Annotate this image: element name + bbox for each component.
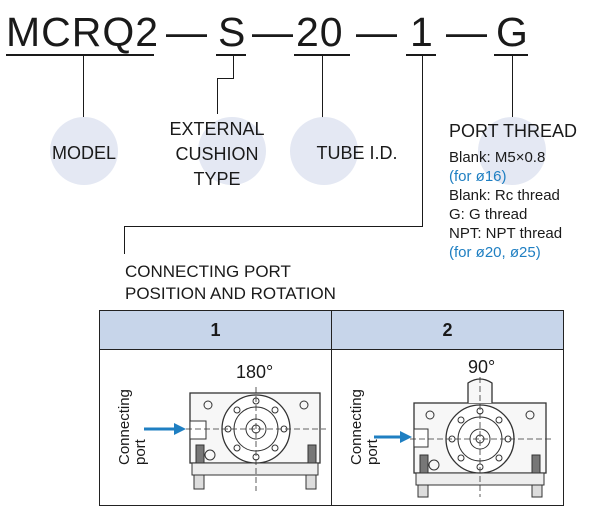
table-column-divider xyxy=(331,349,332,505)
port-arrow-head-2 xyxy=(400,431,412,443)
tube-code: 20 xyxy=(296,9,344,55)
cushion-label-line1: EXTERNAL xyxy=(169,119,265,139)
table-header-1: 1 xyxy=(100,311,332,349)
separator-dash: — xyxy=(446,9,487,55)
rotation-angle-2: 90° xyxy=(468,357,496,377)
position-table: 1 2 xyxy=(99,310,564,506)
actuator-drawing-180 xyxy=(144,387,326,491)
thread-code: G xyxy=(496,9,529,55)
thread-underline xyxy=(494,54,528,56)
thread-note-16: (for ø16) xyxy=(449,168,507,185)
port-position-leader xyxy=(422,56,423,226)
thread-option-g: G: G thread xyxy=(449,206,528,223)
tube-leader xyxy=(322,56,323,118)
port-position-code: 1 xyxy=(410,9,434,55)
cushion-code: S xyxy=(218,9,247,55)
actuator-base-1 xyxy=(191,462,319,476)
thread-option-m5: Blank: M5×0.8 xyxy=(449,149,546,166)
port-arrow-head-1 xyxy=(174,423,186,435)
model-leader xyxy=(83,56,84,120)
port-position-leader-h xyxy=(124,226,423,227)
model-circle xyxy=(50,117,118,185)
model-underline xyxy=(6,54,154,56)
cushion-leader-h xyxy=(217,78,234,79)
separator-dash: — xyxy=(166,9,207,55)
tube-underline xyxy=(294,54,350,56)
separator-dash: — xyxy=(356,9,397,55)
thread-option-npt: NPT: NPT thread xyxy=(449,225,563,242)
tube-circle xyxy=(290,117,358,185)
tube-label: TUBE I.D. xyxy=(316,143,398,163)
position-label-line2: POSITION AND ROTATION xyxy=(125,284,336,303)
cushion-label-line3: TYPE xyxy=(193,169,241,189)
actuator-drawing-90 xyxy=(374,377,554,498)
thread-note-20-25: (for ø20, ø25) xyxy=(449,244,541,261)
table-header-2: 2 xyxy=(332,311,563,349)
cushion-leader-v xyxy=(217,78,218,114)
position-label-line1: CONNECTING PORT xyxy=(125,262,291,281)
cushion-label-line2: CUSHION xyxy=(175,144,259,164)
thread-option-rc: Blank: Rc thread xyxy=(449,187,560,204)
model-code: MCRQ2 xyxy=(6,9,160,55)
cushion-underline xyxy=(216,54,246,56)
thread-label-title: PORT THREAD xyxy=(449,121,578,141)
port-position-leader-v xyxy=(124,226,125,254)
port-position-underline xyxy=(406,54,436,56)
rotation-angle-1: 180° xyxy=(236,362,274,382)
cushion-circle xyxy=(198,117,266,185)
thread-circle xyxy=(478,117,546,185)
thread-leader xyxy=(512,56,513,120)
separator-dash: — xyxy=(252,9,293,55)
model-label: MODEL xyxy=(51,143,116,163)
cushion-leader xyxy=(233,56,234,78)
